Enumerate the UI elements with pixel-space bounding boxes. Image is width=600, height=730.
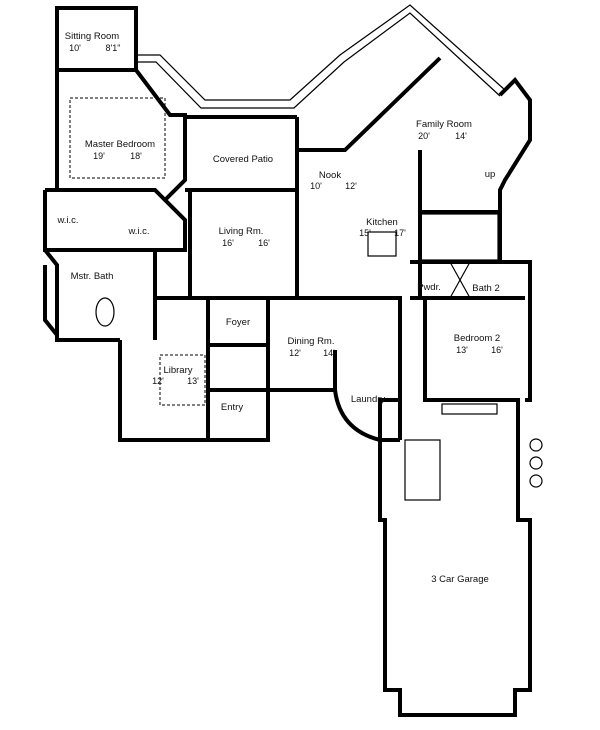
svg-text:16': 16' — [222, 238, 234, 248]
room-label-bath-2: Bath 2 — [472, 283, 499, 294]
room-label-nook: Nook — [319, 170, 341, 181]
svg-text:17': 17' — [394, 228, 406, 238]
svg-text:8'1": 8'1" — [106, 43, 121, 53]
roof-outline — [136, 4, 506, 109]
staircase — [419, 213, 499, 261]
svg-text:16': 16' — [258, 238, 270, 248]
svg-text:13': 13' — [187, 376, 199, 386]
stairs-up-label: up — [485, 169, 496, 180]
room-label-dining-room: Dining Rm. — [288, 336, 335, 347]
walls — [43, 6, 532, 717]
svg-text:10': 10' — [310, 181, 322, 191]
svg-text:10': 10' — [69, 43, 81, 53]
room-label-library: Library — [163, 365, 192, 376]
svg-text:12': 12' — [152, 376, 164, 386]
room-label-kitchen: Kitchen — [366, 217, 398, 228]
room-label-living-room: Living Rm. — [219, 226, 264, 237]
svg-text:15': 15' — [359, 228, 371, 238]
svg-text:13': 13' — [456, 345, 468, 355]
room-label-bedroom-2: Bedroom 2 — [454, 333, 500, 344]
room-label-entry: Entry — [221, 402, 243, 413]
room-label-covered-patio: Covered Patio — [213, 154, 273, 165]
room-label-wic-1: w.i.c. — [56, 215, 78, 226]
room-label-sitting-room: Sitting Room — [65, 31, 119, 42]
svg-text:12': 12' — [289, 348, 301, 358]
tray-ceiling — [69, 97, 166, 179]
room-labels: Sitting Room 10' 8'1" Master Bedroom 19'… — [56, 31, 503, 585]
svg-text:12': 12' — [345, 181, 357, 191]
svg-text:19': 19' — [93, 151, 105, 161]
bathtub — [95, 297, 115, 327]
fixtures — [69, 97, 543, 501]
room-label-wic-2: w.i.c. — [127, 226, 149, 237]
sitting-room-walls — [55, 6, 138, 72]
svg-text:20': 20' — [418, 131, 430, 141]
room-label-powder: Pwdr. — [417, 282, 441, 293]
kitchen-island — [367, 231, 397, 257]
room-label-family-room: Family Room — [416, 119, 472, 130]
svg-text:14': 14' — [323, 348, 335, 358]
room-label-foyer: Foyer — [226, 317, 250, 328]
svg-text:16': 16' — [491, 345, 503, 355]
svg-text:18': 18' — [130, 151, 142, 161]
svg-text:14': 14' — [455, 131, 467, 141]
room-label-master-bedroom: Master Bedroom — [85, 139, 155, 150]
room-label-garage: 3 Car Garage — [431, 574, 489, 585]
room-label-master-bath: Mstr. Bath — [71, 271, 114, 282]
room-label-laundry: Laundry — [351, 394, 386, 405]
